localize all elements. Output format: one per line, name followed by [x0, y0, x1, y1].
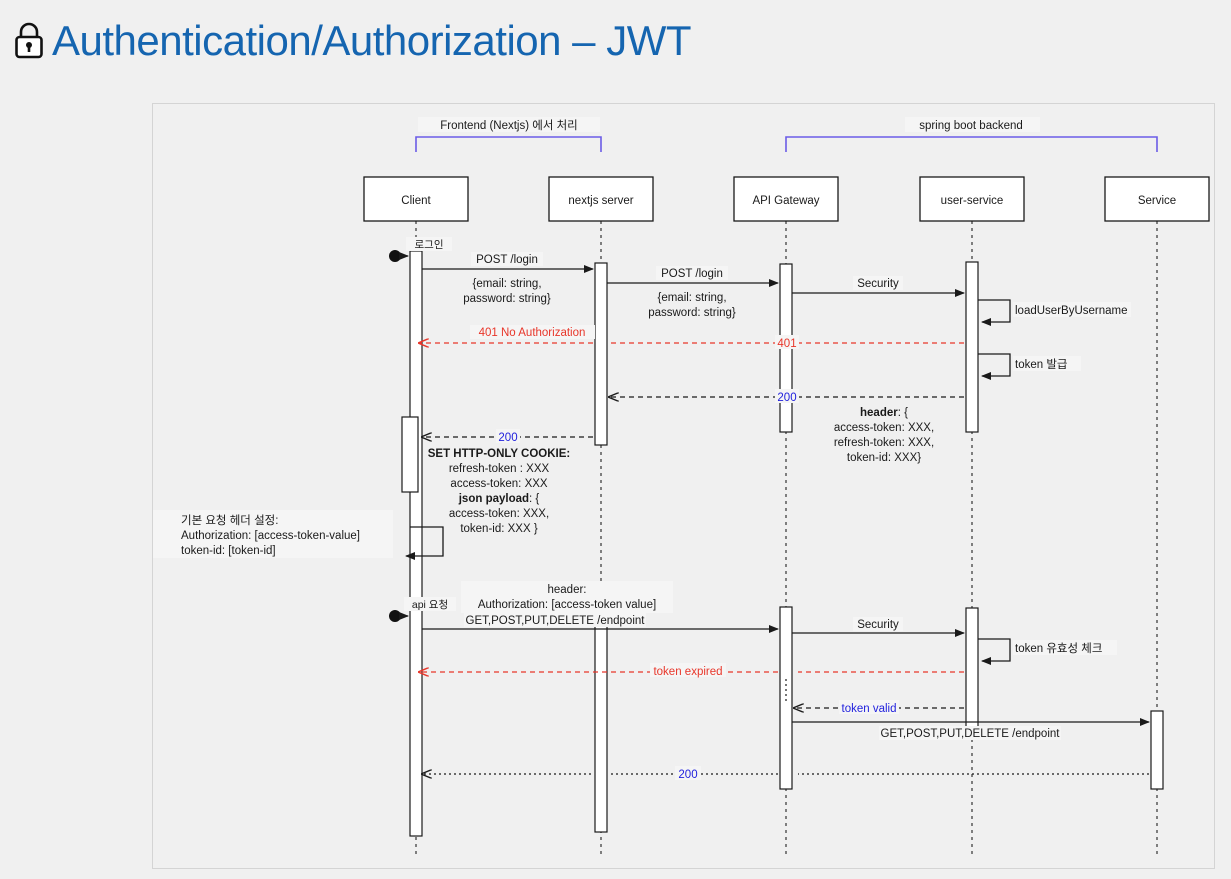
- group-bracket-frontend: Frontend (Nextjs) 에서 처리: [415, 117, 602, 152]
- message-token-expired: token expired: [419, 663, 964, 678]
- group-bracket-backend: spring boot backend: [785, 117, 1158, 152]
- message-body-post-login-1-line2: password: string}: [463, 293, 551, 305]
- actor-dot-login: [389, 250, 401, 262]
- message-label-endpoint-forward: GET,POST,PUT,DELETE /endpoint: [881, 728, 1061, 740]
- participant-label-client: Client: [401, 195, 431, 207]
- message-self-loaduserbyusername: loadUserByUsername: [978, 299, 1131, 326]
- note-set-cookie-title2: json payload: {: [458, 493, 540, 505]
- message-post-login-1: POST /login {email: string, password: st…: [422, 252, 594, 305]
- note-header-payload-line3: token-id: XXX}: [847, 452, 921, 464]
- participant-label-service: Service: [1138, 195, 1176, 207]
- note-header-payload-line1: access-token: XXX,: [834, 422, 934, 434]
- participant-client[interactable]: Client: [363, 176, 469, 222]
- note-json-payload-key: json payload: [458, 493, 529, 505]
- message-label-security-1: Security: [857, 278, 899, 290]
- lock-icon: [15, 22, 43, 59]
- page-title-bar: Authentication/Authorization – JWT: [12, 10, 692, 72]
- message-label-post-login-1: POST /login: [476, 254, 538, 266]
- participant-nextjs-server[interactable]: nextjs server: [548, 176, 654, 222]
- message-endpoint-forward: GET,POST,PUT,DELETE /endpoint: [792, 718, 1150, 740]
- message-self-token-validate: token 유효성 체크: [978, 638, 1117, 665]
- message-post-login-2: POST /login {email: string, password: st…: [607, 266, 779, 319]
- note-api-header-line2: Authorization: [access-token value]: [478, 599, 656, 611]
- note-header-payload-title: header: {: [860, 407, 908, 419]
- activation-nextjs-api: [594, 613, 608, 833]
- participant-label-nextjs-server: nextjs server: [568, 195, 633, 207]
- message-security-2: Security: [792, 617, 965, 637]
- participant-label-api-gateway: API Gateway: [752, 195, 819, 207]
- message-label-token-validate: token 유효성 체크: [1015, 642, 1102, 655]
- activation-nextjs-login: [594, 262, 608, 446]
- activation-client-nested: [401, 416, 419, 493]
- message-api-request-actor: api 요청: [399, 597, 456, 620]
- note-default-header: 기본 요청 헤더 설정: Authorization: [access-toke…: [153, 510, 444, 560]
- activation-client-main: [409, 250, 423, 837]
- diagram-frame: Frontend (Nextjs) 에서 처리 spring boot back…: [152, 103, 1215, 869]
- message-endpoint-request: GET,POST,PUT,DELETE /endpoint: [422, 613, 779, 633]
- message-label-401-no-authorization: 401 No Authorization: [479, 327, 586, 339]
- activation-gateway-api: [779, 606, 793, 790]
- note-default-header-line2: Authorization: [access-token-value]: [181, 530, 360, 542]
- message-self-token-issue: token 발급: [978, 353, 1081, 380]
- message-label-security-2: Security: [857, 619, 899, 631]
- message-body-post-login-1-line1: {email: string,: [472, 278, 541, 290]
- activation-userservice-api: [965, 607, 979, 729]
- message-200-to-client: 200: [422, 429, 593, 444]
- note-api-header-line1: header:: [547, 584, 586, 596]
- sequence-diagram: Frontend (Nextjs) 에서 처리 spring boot back…: [153, 117, 1210, 856]
- message-200-final: 200: [422, 766, 1149, 781]
- note-set-cookie-line1: refresh-token : XXX: [449, 463, 550, 475]
- activation-service-api: [1150, 710, 1164, 790]
- activation-userservice-login: [965, 261, 979, 433]
- message-security-1: Security: [792, 276, 965, 297]
- message-label-200-to-client: 200: [498, 432, 517, 444]
- actor-dot-api: [389, 610, 401, 622]
- message-label-api-request: api 요청: [412, 599, 448, 611]
- note-header-payload-key: header: [860, 407, 898, 419]
- note-default-header-line3: token-id: [token-id]: [181, 545, 276, 557]
- note-set-cookie-line3: access-token: XXX,: [449, 508, 549, 520]
- message-401-no-authorization: 401 No Authorization: [419, 325, 595, 343]
- message-label-200-to-nextjs: 200: [777, 392, 796, 404]
- group-label-backend: spring boot backend: [919, 120, 1023, 132]
- message-label-loaduserbyusername: loadUserByUsername: [1015, 305, 1128, 317]
- note-set-cookie: SET HTTP-ONLY COOKIE: refresh-token : XX…: [428, 448, 571, 535]
- page-title: Authentication/Authorization – JWT: [52, 17, 692, 64]
- participant-service[interactable]: Service: [1104, 176, 1210, 222]
- message-label-token-issue: token 발급: [1015, 358, 1068, 371]
- message-200-to-nextjs: 200: [609, 389, 964, 404]
- message-label-401: 401: [777, 338, 796, 350]
- message-label-token-valid: token valid: [842, 703, 897, 715]
- message-label-200-final: 200: [678, 769, 697, 781]
- message-body-post-login-2-line1: {email: string,: [657, 292, 726, 304]
- message-label-endpoint-request: GET,POST,PUT,DELETE /endpoint: [466, 615, 646, 627]
- group-label-frontend: Frontend (Nextjs) 에서 처리: [440, 119, 578, 132]
- note-api-header: header: Authorization: [access-token val…: [461, 581, 673, 613]
- message-401: 401: [609, 335, 964, 350]
- note-set-cookie-line4: token-id: XXX }: [460, 523, 538, 535]
- note-set-cookie-line2: access-token: XXX: [450, 478, 547, 490]
- participant-user-service[interactable]: user-service: [919, 176, 1025, 222]
- participant-api-gateway[interactable]: API Gateway: [733, 176, 839, 222]
- note-header-payload: header: { access-token: XXX, refresh-tok…: [834, 407, 934, 464]
- message-login-actor: 로그인: [399, 237, 452, 260]
- message-label-login: 로그인: [415, 239, 444, 251]
- participant-label-user-service: user-service: [941, 195, 1004, 207]
- message-label-token-expired: token expired: [653, 666, 722, 678]
- message-body-post-login-2-line2: password: string}: [648, 307, 736, 319]
- message-token-valid: token valid: [785, 679, 964, 715]
- message-label-post-login-2: POST /login: [661, 268, 723, 280]
- note-default-header-line1: 기본 요청 헤더 설정:: [181, 514, 278, 527]
- note-header-payload-line2: refresh-token: XXX,: [834, 437, 934, 449]
- note-set-cookie-title: SET HTTP-ONLY COOKIE:: [428, 448, 571, 460]
